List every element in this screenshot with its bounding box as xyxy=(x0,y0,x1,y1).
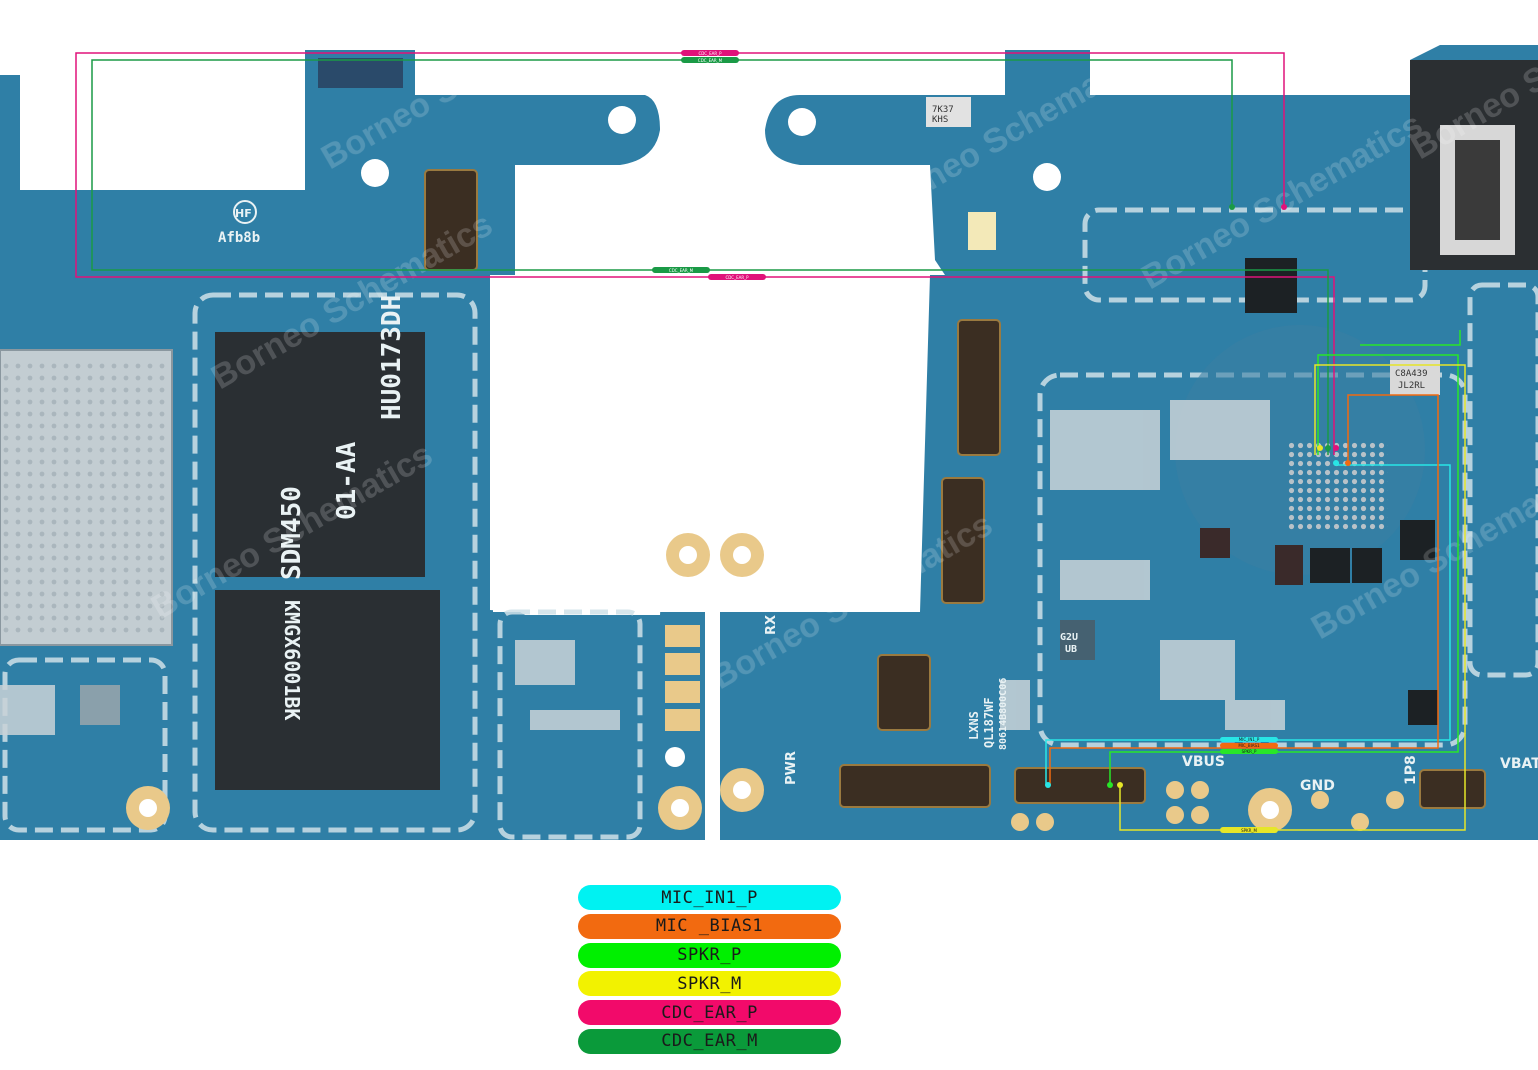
tag-mid-ear-p: CDC_EAR_P xyxy=(725,275,749,280)
soc-marking-3: 01-AA xyxy=(332,441,362,520)
camera-module: 7K37 KHS xyxy=(318,58,996,250)
component-clusters xyxy=(0,400,1285,735)
legend-cdc-ear-p: CDC_EAR_P xyxy=(578,1000,841,1026)
chip-code-label: LXNS xyxy=(967,711,981,740)
hf-label: HF xyxy=(235,207,252,220)
soc-marking-1: SDM450 xyxy=(277,486,307,580)
ip8-label: 1P8 xyxy=(1403,755,1419,785)
tag-bottom-spkr-m: SPKR_M xyxy=(1241,828,1257,833)
probe-points xyxy=(1045,204,1351,788)
gold-pads xyxy=(126,533,1404,832)
trace-mic-in1-p xyxy=(1045,464,1451,785)
trace-spkr-p xyxy=(1109,330,1461,785)
part-marking-c: C8A439 xyxy=(1395,369,1428,379)
soc-chip: HU0173DH 01-AA SDM450 xyxy=(215,295,425,580)
tag-conn-spkr-p: SPKR_P xyxy=(1242,749,1257,754)
net-tags: CDC_EAR_P CDC_EAR_M CDC_EAR_M CDC_EAR_P … xyxy=(652,50,1278,833)
trace-mic-bias1 xyxy=(1049,394,1439,785)
part-marking-c2: JL2RL xyxy=(1398,381,1425,391)
g2u-label: G2U xyxy=(1060,632,1078,643)
pwr-label: PWR xyxy=(784,751,799,785)
trace-spkr-m xyxy=(1119,364,1466,831)
trace-cdc-ear-m xyxy=(91,59,1329,455)
connectors xyxy=(424,169,1486,809)
gnd-label: GND xyxy=(1300,778,1335,794)
tag-conn-mic-in: MIC_IN1_P xyxy=(1239,737,1260,742)
net-legend: MIC_IN1_P MIC _BIAS1 SPKR_P SPKR_M CDC_E… xyxy=(578,885,841,1058)
legend-spkr-p: SPKR_P xyxy=(578,942,841,968)
cam-marking: 7K37 xyxy=(932,105,954,115)
legend-spkr-m: SPKR_M xyxy=(578,971,841,997)
vbus-label: VBUS xyxy=(1182,754,1225,770)
pmic-area: C8A439 JL2RL xyxy=(1175,258,1440,725)
tag-top-ear-m: CDC_EAR_M xyxy=(698,58,723,63)
memory-chip: KMGX6001BK xyxy=(215,590,440,790)
soc-marking-2: HU0173DH xyxy=(377,295,407,420)
g2u-label-2: UB xyxy=(1065,644,1077,655)
silkscreen-labels: HF Afb8b PWR RX VBUS GND 1P8 VBAT LXNS Q… xyxy=(218,200,1538,794)
tag-top-ear-p: CDC_EAR_P xyxy=(698,51,722,56)
tag-mid-ear-m: CDC_EAR_M xyxy=(669,268,694,273)
rx-label: RX xyxy=(764,615,779,635)
chip-code-label-3: 80614B800C06 xyxy=(998,678,1009,750)
legend-cdc-ear-m: CDC_EAR_M xyxy=(578,1028,841,1054)
chip-code-label-2: QL187WF xyxy=(982,697,996,748)
legend-mic-bias1: MIC _BIAS1 xyxy=(578,913,841,939)
memory-marking: KMGX6001BK xyxy=(280,600,304,720)
cam-marking-2: KHS xyxy=(932,115,948,125)
trace-cdc-ear-p xyxy=(75,52,1335,455)
afb8b-label: Afb8b xyxy=(218,230,260,246)
tag-conn-mic-bias: MIC_BIAS1 xyxy=(1238,743,1260,748)
legend-mic-in1-p: MIC_IN1_P xyxy=(578,885,841,910)
sim-tray xyxy=(0,349,173,646)
audio-jack xyxy=(1410,60,1538,270)
mounting-holes xyxy=(139,106,1279,819)
pcb-diagram: HU0173DH 01-AA SDM450 KMGX6001BK C8A439 … xyxy=(0,45,1538,840)
vbat-label: VBAT xyxy=(1500,756,1538,772)
